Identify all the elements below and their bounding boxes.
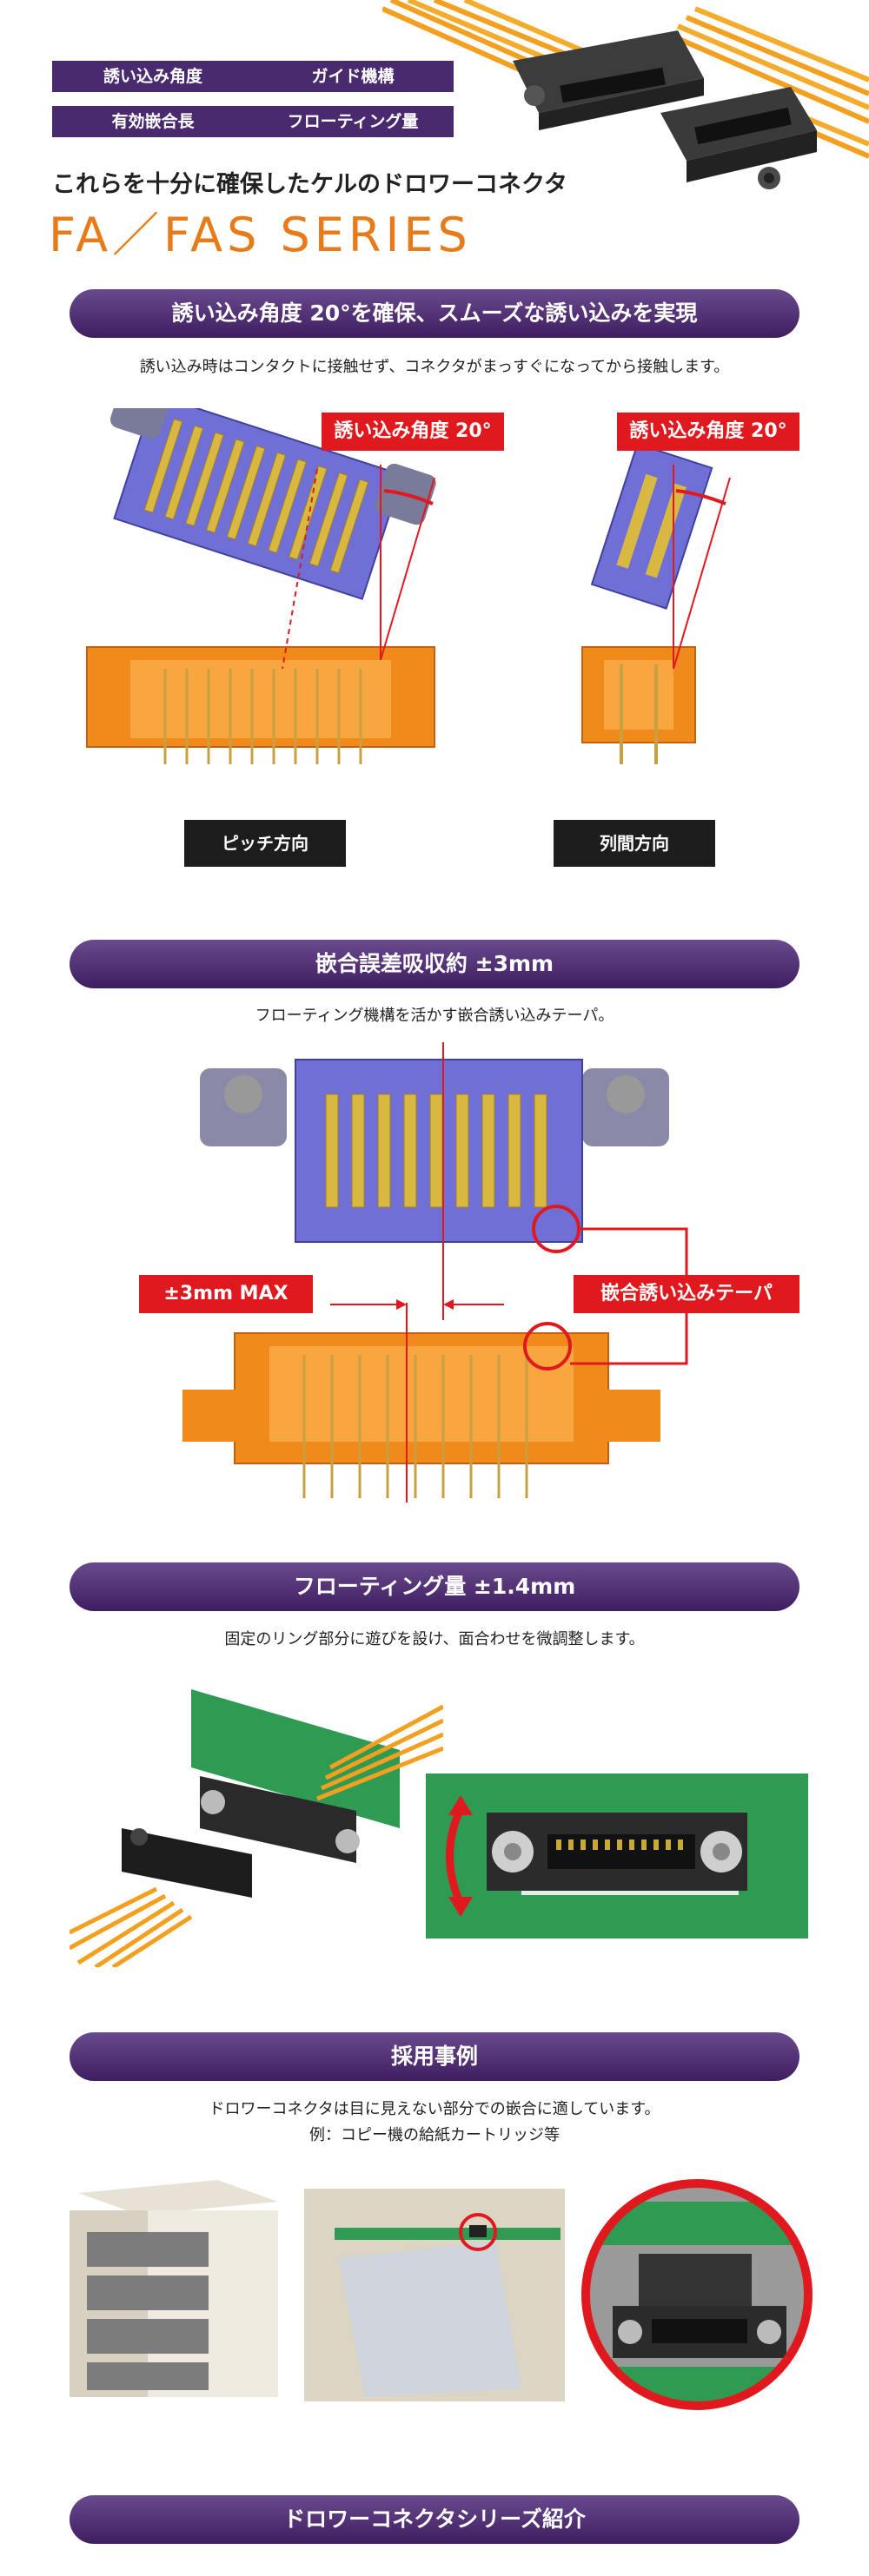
use-case-description-line1: ドロワーコネクタは目に見えない部分での嵌合に適しています。	[209, 2100, 660, 2118]
header-connector-illustration	[382, 0, 869, 189]
tag-floating-amount: フローティング量	[252, 106, 454, 137]
mating-error-diagram	[182, 1042, 688, 1503]
floating-direction-arrow	[446, 1807, 465, 1906]
section-floating-title: フローティング量 ±1.4mm	[70, 1562, 799, 1611]
orange-receptacle-side	[581, 646, 696, 764]
label-mating-taper: 嵌合誘い込みテーパ	[574, 1275, 799, 1313]
section-guide-angle-title: 誘い込み角度 20°を確保、スムーズな誘い込みを実現	[70, 289, 799, 338]
ribbon-cables	[70, 1704, 443, 1967]
angle-label-row: 誘い込み角度 20°	[617, 413, 799, 451]
orange-receptacle	[86, 646, 435, 764]
tag-guide-angle: 誘い込み角度	[52, 61, 254, 92]
angle-label-pitch: 誘い込み角度 20°	[322, 413, 504, 451]
blue-plug	[200, 1059, 669, 1243]
receptacle-on-board	[200, 1776, 356, 1863]
floating-plug	[122, 1828, 252, 1898]
angle-reference-line	[380, 477, 435, 661]
zoomed-connector-detail	[581, 2179, 813, 2410]
tag-effective-mating-length: 有効嵌合長	[52, 106, 254, 137]
series-name: FA／FAS SERIES	[49, 208, 472, 262]
pcb-board	[191, 1689, 400, 1828]
caption-pitch-direction: ピッチ方向	[184, 820, 346, 867]
orange-receptacle-bottom	[182, 1332, 660, 1498]
use-case-description-line2: 例：コピー機の給紙カートリッジ等	[309, 2126, 560, 2144]
section-guide-angle-description: 誘い込み時はコンタクトに接触せず、コネクタがまっすぐになってから接触します。	[139, 358, 730, 376]
header-subtitle: これらを十分に確保したケルのドロワーコネクタ	[52, 171, 567, 198]
section-mating-error-description: フローティング機構を活かす嵌合誘い込みテーパ。	[255, 1007, 614, 1025]
pitch-direction-diagram	[86, 408, 436, 764]
tag-guide-mechanism: ガイド機構	[252, 61, 454, 92]
angle-arc-arrow	[383, 489, 434, 505]
copier-cabinet-illustration	[70, 2180, 278, 2397]
paper-drawers	[87, 2232, 209, 2390]
tilted-blue-plug-side	[590, 442, 713, 610]
zoom-ring	[581, 2179, 813, 2410]
orange-cable-bundle	[382, 0, 869, 159]
drawer-connector-location-illustration	[304, 2189, 565, 2401]
caption-row-direction: 列間方向	[554, 820, 715, 867]
connector-zoom-marker	[459, 2213, 497, 2251]
section-floating-description: 固定のリング部分に遊びを設け、面合わせを微調整します。	[224, 1630, 645, 1648]
floating-amount-photo	[426, 1773, 808, 1939]
taper-callout-circle-bottom	[523, 1322, 572, 1371]
section-use-case-title: 採用事例	[70, 2032, 799, 2081]
row-direction-diagram	[581, 442, 731, 764]
plug-connector-body	[513, 30, 704, 113]
label-max-offset: ±3mm MAX	[139, 1275, 313, 1313]
floating-connector-3d-illustration	[70, 1689, 443, 1967]
section-mating-error-title: 嵌合誤差吸収約 ±3mm	[70, 940, 799, 988]
paper-tray	[339, 2241, 521, 2397]
section-series-intro-title: ドロワーコネクタシリーズ紹介	[70, 2495, 799, 2544]
